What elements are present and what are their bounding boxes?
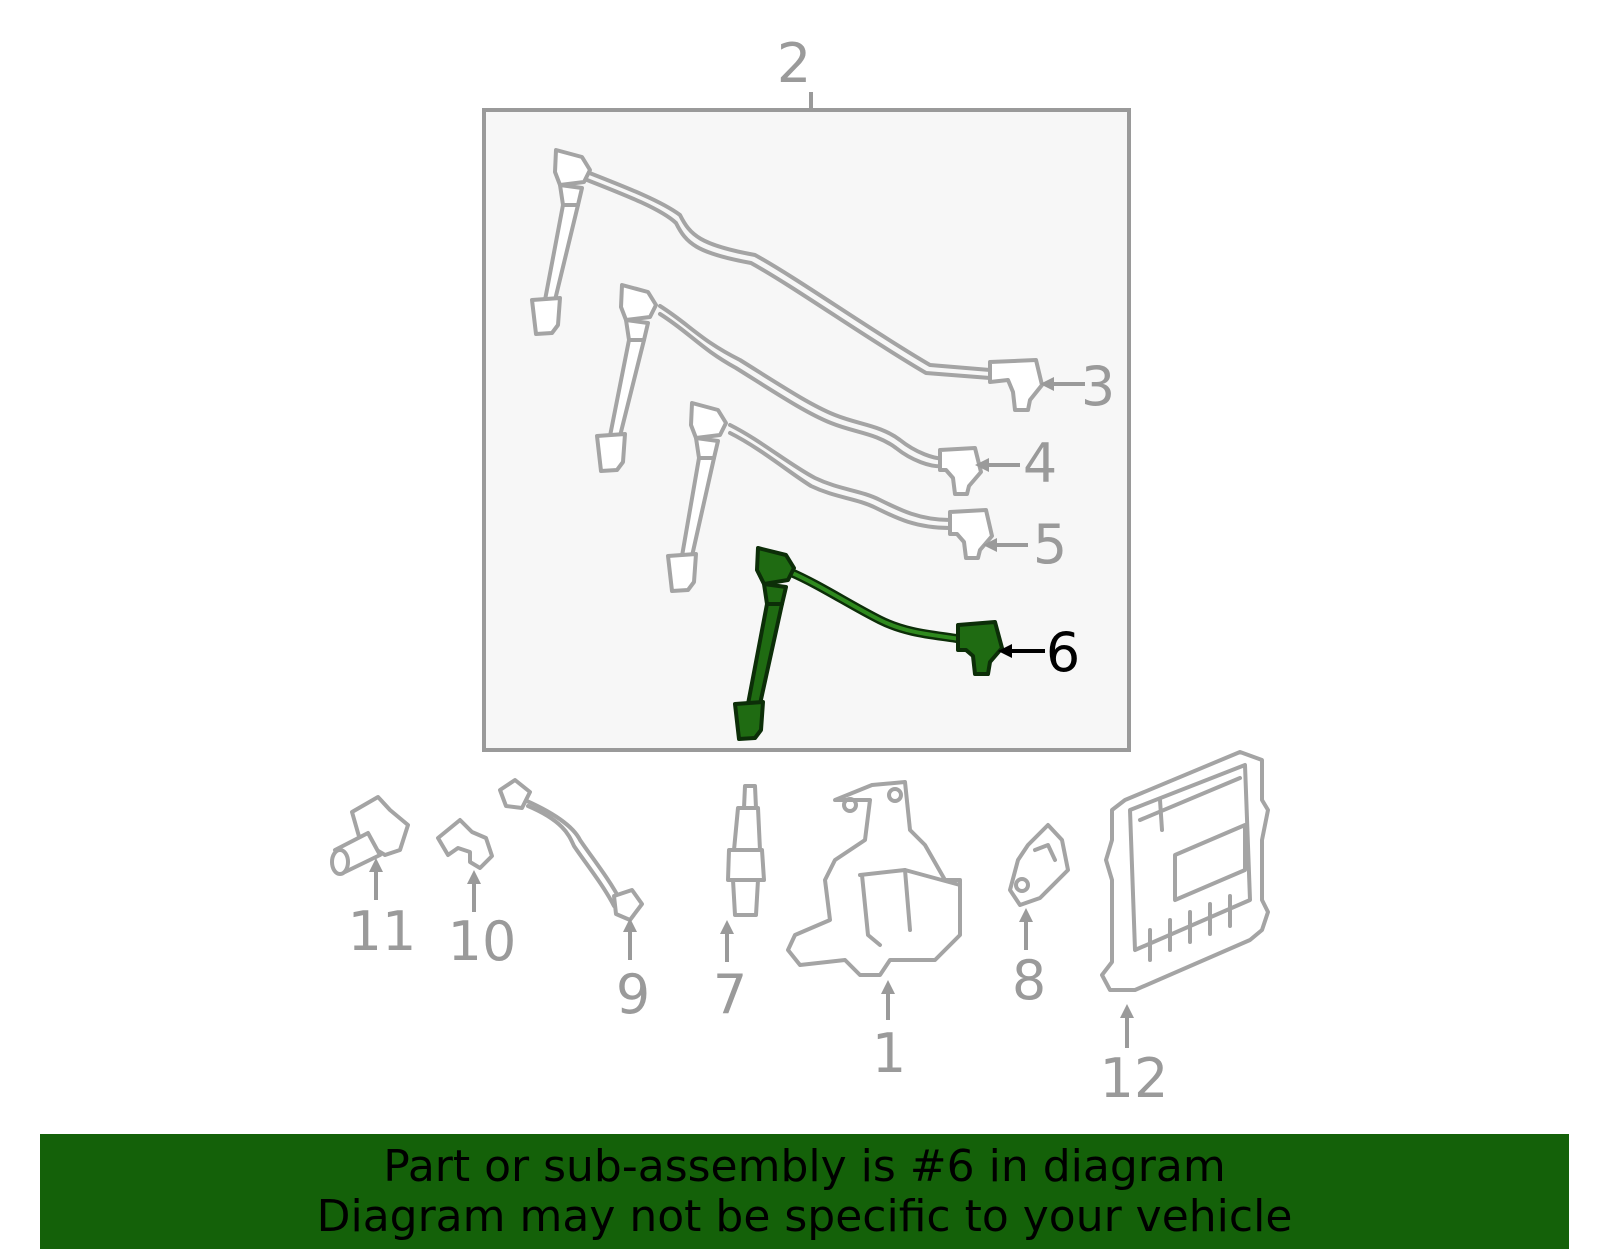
part-10-bracket[interactable] (436, 818, 494, 870)
part-12-ecu[interactable] (1100, 750, 1270, 992)
callout-3: 3 (1081, 355, 1115, 418)
callout-4: 4 (1023, 432, 1057, 495)
wire-set-box (482, 108, 1131, 752)
callout-10: 10 (448, 910, 517, 973)
callout-9: 9 (616, 963, 650, 1026)
part-8-sensor[interactable] (1008, 823, 1070, 907)
callout-12: 12 (1100, 1047, 1169, 1110)
callout-2: 2 (777, 32, 811, 95)
callout-11: 11 (348, 900, 417, 963)
callout-8: 8 (1012, 949, 1046, 1012)
part-1-ignition-coil[interactable] (786, 780, 962, 977)
callout-6: 6 (1046, 621, 1080, 684)
ignition-wire-6-highlighted[interactable] (733, 546, 1004, 741)
ignition-wire-4[interactable] (595, 283, 983, 496)
part-9-sensor-wire[interactable] (498, 778, 644, 922)
part-11-sensor[interactable] (330, 795, 410, 876)
ignition-wire-5[interactable] (666, 401, 994, 593)
footer-banner: Part or sub-assembly is #6 in diagram Di… (40, 1134, 1569, 1249)
callout-5: 5 (1033, 513, 1067, 576)
footer-line-2: Diagram may not be specific to your vehi… (316, 1191, 1293, 1242)
part-7-spark-plug[interactable] (726, 784, 766, 917)
ignition-wire-3[interactable] (530, 148, 1044, 412)
callout-1: 1 (872, 1022, 906, 1085)
callout-7: 7 (713, 963, 747, 1026)
footer-line-1: Part or sub-assembly is #6 in diagram (383, 1141, 1226, 1192)
